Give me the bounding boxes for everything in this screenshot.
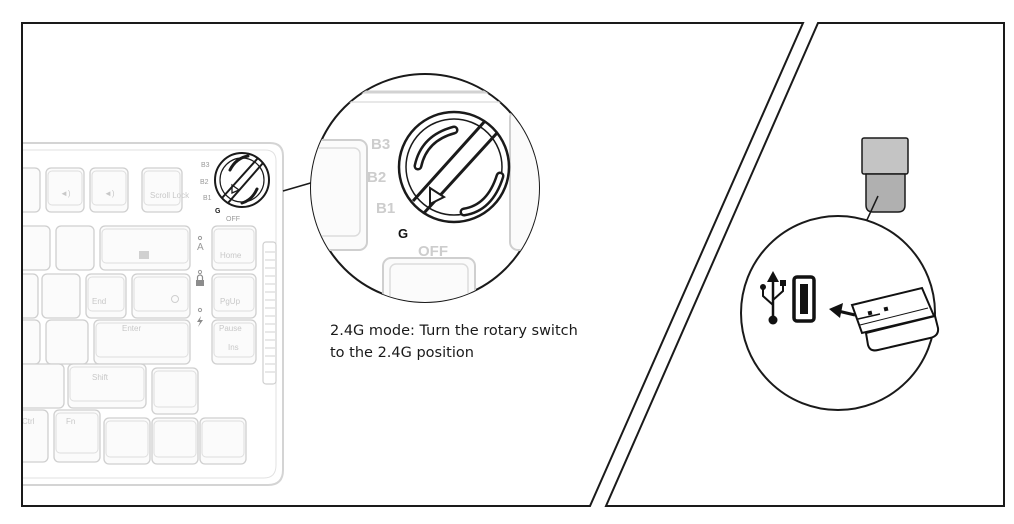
rotary-switch-zoom: B3 B2 B1 G OFF [310,73,540,303]
keyboard-illustration: ◄) ◄) Scroll Lock Home End PgUp Enter [22,142,284,486]
pgup-key-label: PgUp [220,297,241,306]
svg-text:◄): ◄) [104,189,115,198]
rotary-switch-icon: B3 B2 B1 G OFF [200,152,270,223]
switch-label-off: OFF [418,243,448,260]
right-panel-frame [604,22,1005,507]
lightning-icon [197,316,203,327]
svg-text:B1: B1 [203,195,212,202]
lock-icon [196,274,204,286]
enter-key-label: Enter [122,324,141,333]
caption-line-2: to the 2.4G position [330,345,474,361]
switch-label-b3: B3 [371,136,390,153]
zoom-connector-line [282,181,315,192]
instruction-caption: 2.4G mode: Turn the rotary switch to the… [330,320,620,364]
svg-text:◄): ◄) [60,189,71,198]
usb-port-icon [792,275,816,323]
svg-text:OFF: OFF [226,216,240,223]
indicator-a-label: A [197,242,204,253]
svg-text:G: G [215,208,221,215]
shift-key-label: Shift [92,373,109,382]
ins-key-label: Ins [228,343,239,352]
left-panel-frame [21,22,805,507]
svg-text:B3: B3 [201,162,210,169]
caption-line-1: 2.4G mode: Turn the rotary switch [330,323,578,339]
dongle-connector-line [865,195,879,223]
triangle-pointer-icon [429,186,447,206]
usb-plug-icon [850,286,940,352]
ctrl-key-label: Ctrl [22,417,35,426]
usb-symbol-icon [760,271,786,325]
home-key-label: Home [220,251,242,260]
pause-key-label: Pause [219,324,242,333]
usb-port-zoom [740,215,940,411]
switch-label-g: G [398,226,408,241]
switch-label-b1: B1 [376,200,395,217]
scroll-lock-key-label: Scroll Lock [150,191,190,200]
keyboard-top-row: ◄) ◄) Scroll Lock [23,167,190,213]
end-key-label: End [92,297,106,306]
insert-arrow-icon [829,303,856,318]
fn-key-label: Fn [66,417,75,426]
svg-text:B2: B2 [200,179,209,186]
usb-dongle-icon [861,137,909,213]
switch-label-b2: B2 [367,169,386,186]
